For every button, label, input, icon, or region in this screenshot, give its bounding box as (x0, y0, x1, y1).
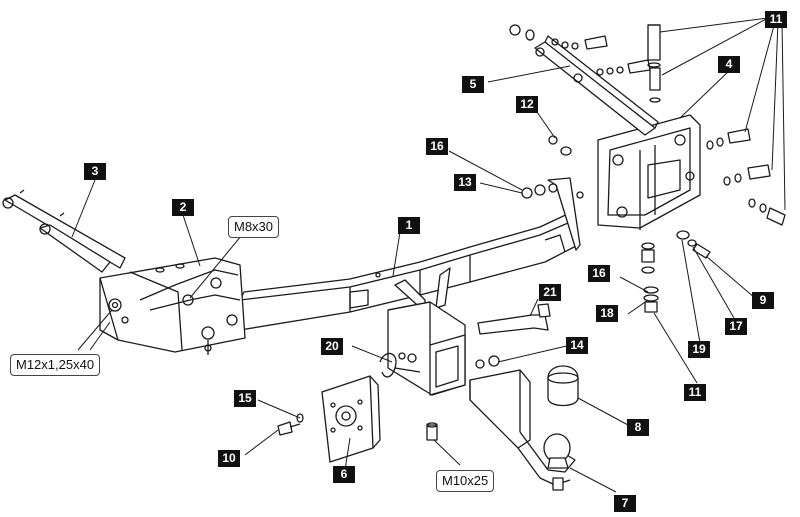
clip-pin (379, 352, 421, 378)
part-label-7: 7 (614, 495, 636, 512)
part-label-21: 21 (539, 284, 561, 301)
part-label-20: 20 (321, 338, 343, 355)
bolt-m10x25 (426, 422, 438, 441)
part-label-11-bottom: 11 (684, 384, 706, 401)
part-label-12: 12 (516, 96, 538, 113)
ball-mount (469, 369, 576, 491)
part-label-8: 8 (627, 419, 649, 436)
part-label-11-top: 11 (765, 11, 787, 28)
right-mounting-bracket (597, 114, 701, 230)
part-label-15: 15 (234, 390, 256, 407)
part-label-9: 9 (752, 292, 774, 309)
leader-lines (71, 17, 786, 493)
left-side-arm (2, 189, 126, 273)
right-side-arm (534, 35, 659, 136)
part-label-4: 4 (718, 56, 740, 73)
part-label-19: 19 (688, 341, 710, 358)
nut-14 (475, 355, 500, 369)
part-label-3: 3 (84, 163, 106, 180)
main-crossbeam (239, 177, 584, 331)
part-label-17: 17 (725, 318, 747, 335)
nut-and-washers (521, 135, 572, 199)
part-label-5: 5 (462, 76, 484, 93)
receiver-box (387, 267, 466, 396)
ball-cap (547, 365, 579, 407)
part-label-6: 6 (333, 466, 355, 483)
part-label-13: 13 (454, 174, 476, 191)
spec-label-m12: M12x1,25x40 (10, 354, 101, 376)
left-mounting-bracket (99, 257, 246, 355)
socket-plate (321, 375, 381, 463)
part-label-18: 18 (596, 305, 618, 322)
part-label-16-bottom: 16 (588, 265, 610, 282)
bolts-11 (509, 24, 786, 313)
lock-pin (477, 303, 551, 335)
part-label-16-top: 16 (426, 138, 448, 155)
part-label-1: 1 (398, 217, 420, 234)
socket-bolt (277, 413, 304, 436)
part-label-10: 10 (218, 450, 240, 467)
part-label-2: 2 (172, 199, 194, 216)
spec-label-m8x30: M8x30 (228, 216, 280, 238)
part-label-14: 14 (566, 337, 588, 354)
spec-label-m10x25: M10x25 (436, 470, 495, 492)
